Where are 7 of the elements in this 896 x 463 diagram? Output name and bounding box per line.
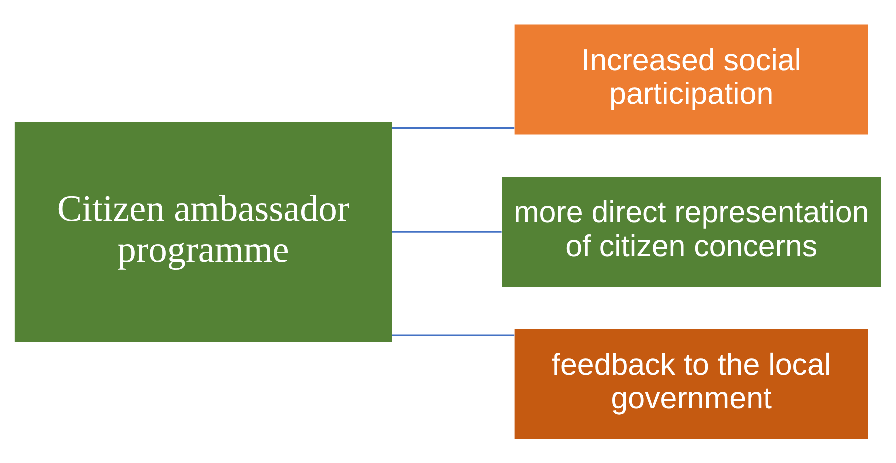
node-box: more direct representation of citizen concerns	[502, 176, 882, 286]
connector	[392, 334, 515, 336]
node-box: Increased social participation	[514, 24, 868, 134]
node-box: feedback to the local government	[514, 328, 868, 439]
connector	[392, 230, 502, 232]
node-box: Citizen ambassador programme	[14, 122, 392, 342]
connector	[392, 127, 515, 129]
